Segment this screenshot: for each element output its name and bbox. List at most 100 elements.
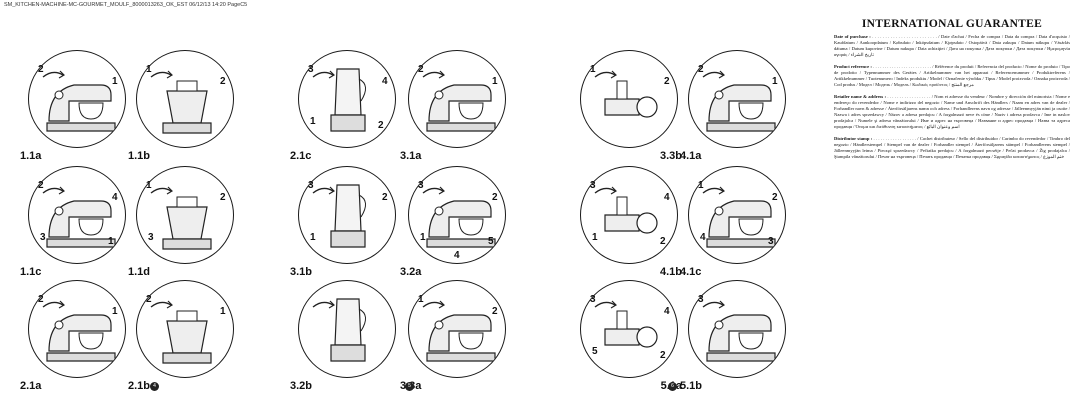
date-of-purchase-field[interactable]: Date of purchase : . . . . . . . . . . .… [834, 34, 1070, 58]
step-number: 4 [664, 306, 670, 317]
step-number: 1 [772, 76, 778, 87]
step-number: 5 [488, 236, 494, 247]
figure-label: 3.3b [659, 150, 682, 162]
step-number: 4 [382, 76, 388, 87]
grinder-parts-icon [408, 166, 506, 264]
guarantee-title: INTERNATIONAL GUARANTEE [861, 18, 1043, 30]
mixer-head-down-icon [28, 280, 126, 378]
meat-grinder-attach-icon [580, 50, 678, 148]
fig-1-1a: 2 1 1.1a [20, 48, 130, 166]
step-number: 3 [698, 294, 704, 305]
mixer-head-cover-icon [408, 50, 506, 148]
product-reference-field[interactable]: Product reference : . . . . . . . . . . … [834, 64, 1070, 88]
slicer-attach-icon [580, 166, 678, 264]
distributor-stamp-field[interactable]: Distributor stamp : . . . . . . . . . . … [834, 136, 1070, 160]
retailer-field[interactable]: Retailer name & address : . . . . . . . … [834, 94, 1070, 130]
step-number: 2 [660, 236, 666, 247]
retailer-text: . . . . . . . . . . . . . . . . . . / No… [834, 94, 1071, 129]
step-number: 1 [112, 76, 118, 87]
figure-label: 3.1a [400, 150, 422, 162]
step-number: 2 [698, 64, 704, 75]
figure-label: 4.1a [680, 150, 702, 162]
fig-3-3a: 123.3a [400, 278, 510, 396]
figure-label: 3.2b [290, 380, 313, 392]
step-number: 2 [38, 294, 44, 305]
step-number: 1 [592, 232, 598, 243]
step-number: 2 [772, 192, 778, 203]
retailer-label: Retailer name & address : [834, 94, 887, 99]
step-number: 1 [108, 236, 114, 247]
step-number: 1 [220, 306, 226, 317]
fig-1-1b: 1 2 1.1b [128, 48, 238, 166]
slicer-assembly-icon [688, 166, 786, 264]
step-number: 3 [308, 180, 314, 191]
product-reference-label: Product reference : [834, 64, 872, 69]
step-number: 4 [700, 232, 706, 243]
fig-4-1c: 1 2 4 3 4.1c [680, 164, 790, 282]
mixer-tilt-head-icon [28, 50, 126, 148]
product-reference-text: . . . . . . . . . . . . . . . . . . . . … [834, 64, 1070, 87]
figure-label: 2.1b [128, 380, 151, 392]
step-number: 2 [492, 192, 498, 203]
step-number: 5 [592, 346, 598, 357]
step-number: 1 [112, 306, 118, 317]
mixer-tool-insert-icon [28, 166, 126, 264]
step-number: 2 [378, 120, 384, 131]
step-number: 1 [492, 76, 498, 87]
distributor-stamp-text: . . . . . . . . . . . . . . . . . . / Ca… [834, 136, 1070, 159]
step-number: 4 [454, 250, 460, 261]
figure-label: 4.1b [659, 266, 682, 278]
no-dishwasher-icon [298, 280, 396, 378]
distributor-stamp-label: Distributor stamp : [834, 136, 873, 141]
step-number: 4 [112, 192, 118, 203]
figure-label: 1.1d [128, 266, 151, 278]
grinder-feed-tube-icon [408, 280, 506, 378]
figure-label: 5.1b [680, 380, 703, 392]
mixer-bowl-lock-icon [136, 166, 234, 264]
fig-5-1b: 3 5.1b [680, 278, 790, 396]
step-number: 3 [148, 232, 154, 243]
figure-label: 4.1c [680, 266, 702, 278]
fig-3-2b: 3.2b [290, 278, 400, 396]
figure-label: 1.1a [20, 150, 42, 162]
step-number: 2 [492, 306, 498, 317]
step-number: 2 [382, 192, 388, 203]
step-number: 2 [664, 76, 670, 87]
date-of-purchase-text: . . . . . . . . . . . . . . . . . . . . … [834, 34, 1070, 57]
fig-3-3b: 1 2 3.3b [572, 48, 682, 166]
step-number: 2 [38, 64, 44, 75]
step-number: 2 [220, 76, 226, 87]
step-number: 1 [418, 294, 424, 305]
blender-jug-assembly-icon [298, 50, 396, 148]
step-number: 3 [418, 180, 424, 191]
mixer-bowl-insert-icon [136, 50, 234, 148]
page-number: 5 [405, 382, 414, 391]
step-number: 1 [310, 116, 316, 127]
fig-4-1b: 3 4 1 2 4.1b [572, 164, 682, 282]
print-header: SM_KITCHEN-MACHINE-MC-GOURMET_MOULF_8000… [4, 2, 248, 8]
step-number: 2 [38, 180, 44, 191]
step-number: 2 [220, 192, 226, 203]
step-number: 1 [698, 180, 704, 191]
step-number: 4 [664, 192, 670, 203]
step-number: 2 [660, 350, 666, 361]
step-number: 1 [420, 232, 426, 243]
figure-label: 3.1b [290, 266, 313, 278]
blender-jug-base-icon [298, 166, 396, 264]
step-number: 3 [590, 180, 596, 191]
fig-4-1a: 2 1 4.1a [680, 48, 790, 166]
date-of-purchase-label: Date of purchase : [834, 34, 871, 39]
figure-label: 1.1b [128, 150, 151, 162]
step-number: 1 [590, 64, 596, 75]
step-number: 1 [146, 64, 152, 75]
juicer-assembly-icon [580, 280, 678, 378]
juicer-on-mixer-icon [688, 280, 786, 378]
step-number: 3 [768, 236, 774, 247]
